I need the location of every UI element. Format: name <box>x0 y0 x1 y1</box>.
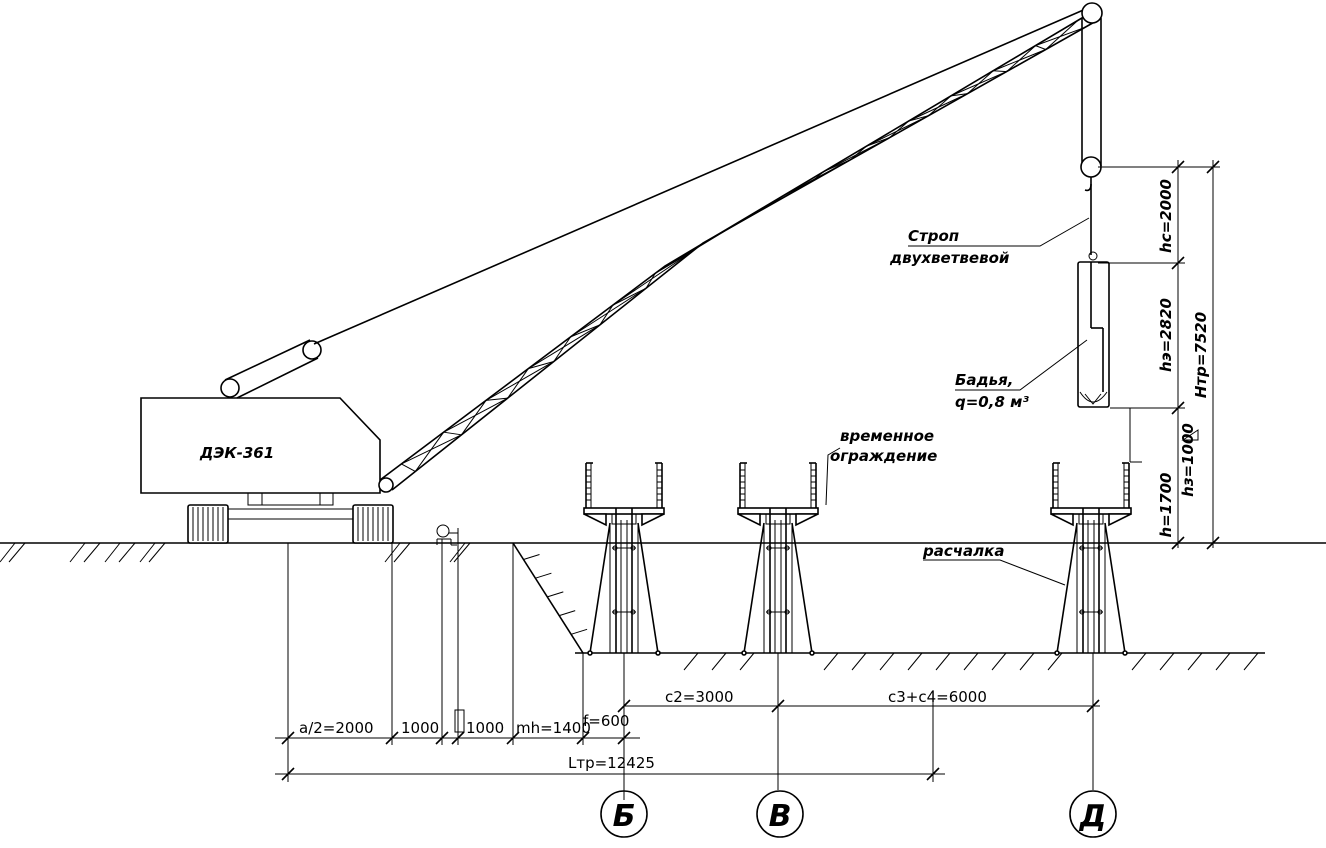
fence-label-line2: ограждение <box>830 447 937 465</box>
axis-label-v: В <box>769 799 792 834</box>
axis-circle-v <box>756 790 804 838</box>
hoist <box>1080 18 1102 261</box>
column-b <box>583 462 665 656</box>
vertical-dimension-labels: hc=2000 hэ=2820 Hтр=7520 hз=1000 h=1700 <box>1157 179 1210 537</box>
dim-f: f=600 <box>583 712 629 730</box>
crane-cabin <box>140 397 381 494</box>
axis-label-d: Д <box>1079 799 1107 834</box>
axis-label-b: Б <box>613 799 636 834</box>
boom-tip-pulley <box>1081 2 1103 24</box>
bucket-label-line2: q=0,8 м³ <box>955 393 1029 411</box>
sling-label-line2: двухветвевой <box>889 249 1010 267</box>
fence-label-line1: временное <box>840 427 934 445</box>
dim-l-tr: Lтр=12425 <box>568 754 655 772</box>
crane: ДЭК-361 <box>140 7 1089 544</box>
columns <box>583 462 1132 656</box>
leaders <box>825 217 1090 586</box>
column-v <box>737 462 819 656</box>
marker-post <box>436 524 465 733</box>
dim-h-total: Hтр=7520 <box>1192 312 1210 398</box>
brace-label: расчалка <box>922 542 1004 560</box>
dim-h: h=1700 <box>1157 473 1175 538</box>
sling-label-line1: Строп <box>908 227 959 245</box>
column-d <box>1050 462 1132 656</box>
dim-a-half: a/2=2000 <box>299 719 374 737</box>
bucket-label-line1: Бадья, <box>955 371 1013 389</box>
dim-c2: c2=3000 <box>665 688 734 706</box>
labels: Строп двухветвевой Бадья, q=0,8 м³ време… <box>830 227 1029 560</box>
bucket <box>1077 261 1110 408</box>
dim-hz-gap: hз=1000 <box>1179 423 1197 497</box>
dim-hz-bucket: hэ=2820 <box>1157 298 1175 372</box>
dim-d2: 1000 <box>466 719 504 737</box>
dim-d1: 1000 <box>401 719 439 737</box>
axis-circle-b <box>600 790 648 838</box>
horizontal-dimension-labels: a/2=2000 1000 1000 mh=1400 f=600 c2=3000… <box>299 688 987 772</box>
axis-circle-d <box>1069 790 1117 838</box>
ground <box>0 542 1326 671</box>
dimension-lines <box>275 160 1220 800</box>
axis-markers: Б В Д <box>600 790 1117 838</box>
dim-c3c4: c3+c4=6000 <box>888 688 987 706</box>
dim-hc: hc=2000 <box>1157 179 1175 253</box>
crane-model-label: ДЭК-361 <box>199 444 274 462</box>
crane-boom <box>378 2 1103 493</box>
dim-mh: mh=1400 <box>516 719 591 737</box>
